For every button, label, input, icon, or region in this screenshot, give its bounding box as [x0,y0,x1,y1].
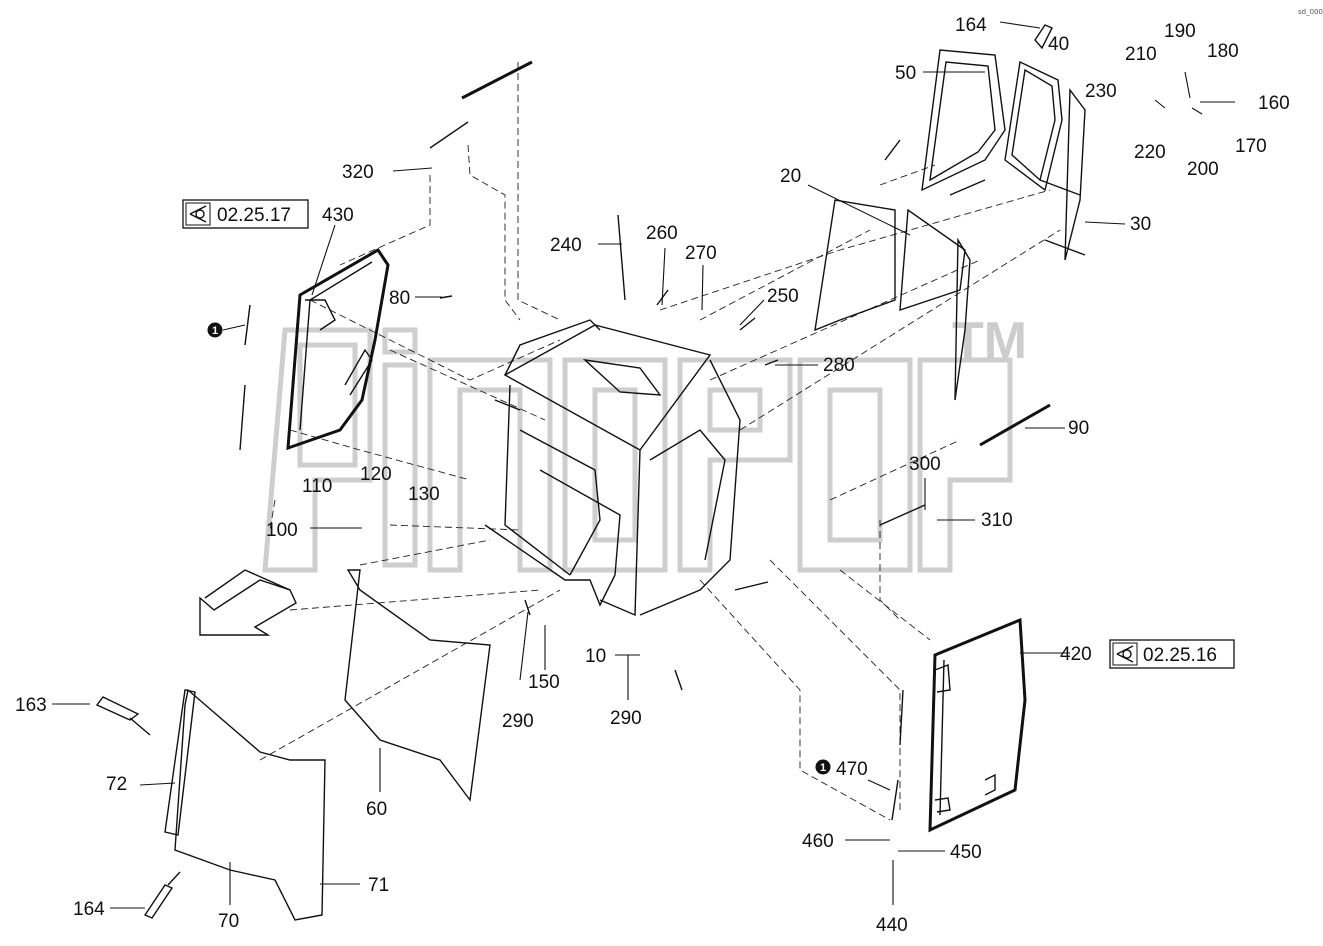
callout-labels: 164 40 50 210 190 180 230 160 220 200 17… [15,15,1290,936]
callout-20: 20 [780,166,801,187]
callout-210: 210 [1125,44,1157,65]
callout-163: 163 [15,695,47,716]
note-marker-left-label: 1 [212,325,218,337]
callout-72: 72 [106,774,127,795]
callout-71: 71 [368,875,389,896]
callout-290-right: 290 [610,708,642,729]
callout-160: 160 [1258,93,1290,114]
reference-label-right: 02.25.16 [1143,645,1217,666]
callout-40: 40 [1048,34,1069,55]
callout-230: 230 [1085,81,1117,102]
eye-icon [1116,645,1134,663]
callout-90: 90 [1068,418,1089,439]
corner-code: sd_0000 [1298,8,1323,16]
note-marker-right-label: 1 [820,762,826,774]
callout-180: 180 [1207,41,1239,62]
callout-470: 470 [836,759,868,780]
leader-lines [52,21,1235,909]
windows-mid-right [814,199,971,401]
callout-420: 420 [1060,644,1092,665]
direction-arrow [199,569,297,636]
callout-164-bottom: 164 [73,899,105,920]
callout-270: 270 [685,243,717,264]
rods-and-lines [239,60,1086,821]
callout-190: 190 [1164,21,1196,42]
callout-70: 70 [218,911,239,932]
eye-icon [189,205,207,223]
callout-150: 150 [528,672,560,693]
callout-170: 170 [1235,136,1267,157]
windows-top-right [921,49,1086,261]
door-420 [928,617,1027,833]
callout-260: 260 [646,223,678,244]
windshield-60 [344,569,491,802]
reference-label-left: 02.25.17 [217,205,291,226]
callout-460: 460 [802,831,834,852]
reference-box-right: 02.25.16 [1109,639,1235,669]
trademark-label: TM [952,312,1027,370]
callout-290-left: 290 [502,711,534,732]
door-430 [286,247,390,451]
note-marker-left: 1 [207,322,246,338]
callout-280: 280 [823,355,855,376]
callout-450: 450 [950,842,982,863]
callout-120: 120 [360,464,392,485]
callout-164-top: 164 [955,15,987,36]
callout-50: 50 [895,63,916,84]
callout-60: 60 [366,799,387,820]
assembly-lines [259,62,1061,821]
callout-220: 220 [1134,142,1166,163]
note-marker-right: 1 [815,759,831,775]
callout-430: 430 [322,205,354,226]
callout-130: 130 [408,484,440,505]
windshield-70 [164,688,326,921]
callout-300: 300 [909,454,941,475]
callout-310: 310 [981,510,1013,531]
callout-10: 10 [585,646,606,667]
callout-100: 100 [266,520,298,541]
reference-box-left: 02.25.17 [182,199,309,229]
callout-250: 250 [767,286,799,307]
callout-200: 200 [1187,159,1219,180]
cab-frame [484,319,741,617]
callout-320: 320 [342,162,374,183]
callout-110: 110 [302,476,332,497]
watermark-logo: TM [262,312,1027,573]
callout-240: 240 [550,235,582,256]
callout-80: 80 [389,288,410,309]
sealant-tubes [95,24,1053,919]
callout-30: 30 [1130,214,1151,235]
callout-440: 440 [876,915,908,936]
